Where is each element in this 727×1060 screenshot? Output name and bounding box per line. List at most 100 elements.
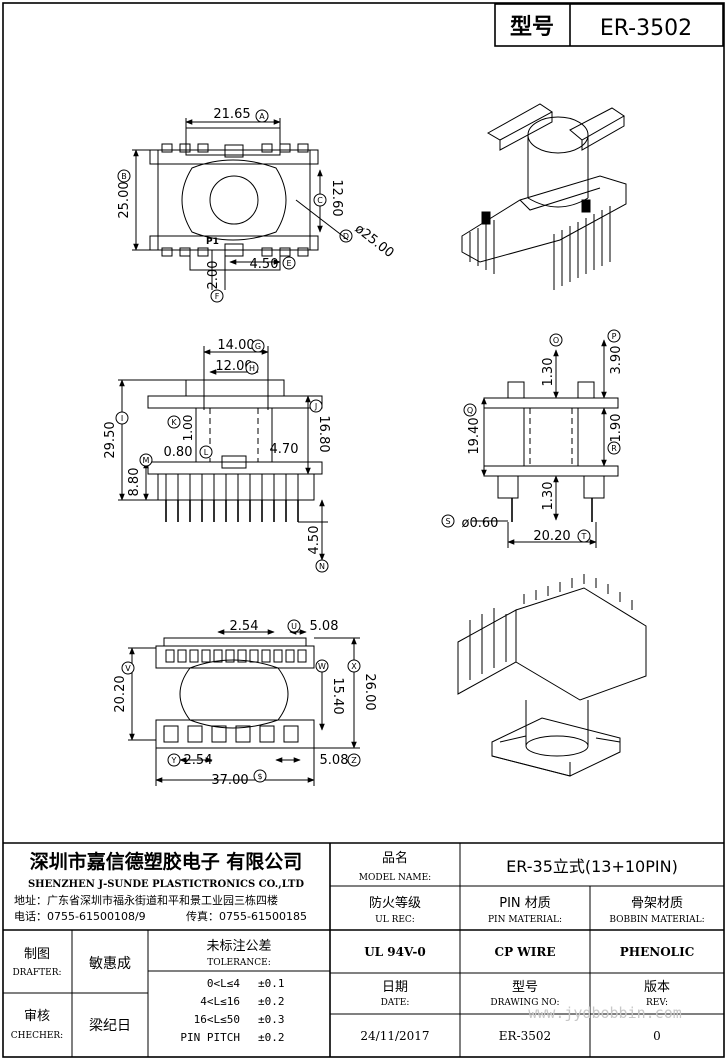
bobbin-material-cn: 骨架材质	[631, 896, 683, 911]
side-view: 1.30 3.90 19.40 1.90 1.30 ø0.60 20.20 O …	[441, 329, 624, 548]
drafter-name: 敏惠成	[89, 956, 131, 972]
callout-v: V	[125, 664, 131, 673]
front-view: 14.00 12.00 29.50 16.80 1.00 0.80 4.70 8…	[103, 338, 331, 573]
side-dim-1-30-top: 1.30	[541, 358, 556, 387]
callout-circle	[347, 659, 361, 673]
ul-rec-cn: 防火等级	[369, 895, 421, 911]
front-dim-4-50: 4.50	[307, 526, 322, 555]
pin-material-value: CP WIRE	[495, 945, 556, 959]
callout-s: S	[445, 517, 450, 526]
callout-o: O	[553, 336, 559, 345]
callout-z: Z	[351, 756, 357, 765]
callout-d: D	[343, 232, 349, 241]
tolerance-value-2: ±0.2	[258, 995, 285, 1008]
company-name-en: SHENZHEN J-SUNDE PLASTICTRONICS CO.,LTD	[28, 879, 304, 890]
side-dim-pin-diameter: ø0.60	[462, 516, 499, 531]
top-dim-12-60: 12.60	[329, 179, 344, 216]
callout-circle	[313, 193, 327, 207]
callout-m: M	[143, 456, 150, 465]
callout-circle	[245, 361, 259, 375]
ul-rec-en: UL REC:	[375, 915, 415, 925]
drawing-no-en: DRAWING NO:	[490, 998, 559, 1008]
top-dim-diameter-25: ø25.00	[352, 221, 397, 261]
model-name-value: ER-35立式(13+10PIN)	[506, 857, 678, 876]
callout-j: J	[314, 402, 317, 411]
top-dim-4-50: 4.50	[250, 257, 279, 272]
tolerance-range-1: 0<L≤4	[207, 977, 240, 990]
bobbin-material-en: BOBBIN MATERIAL:	[609, 915, 704, 925]
company-fax: 传真：0755-61500185	[186, 909, 307, 923]
bottom-dim-5-08-bottom: 5.08	[320, 753, 349, 768]
callout-circle	[607, 441, 621, 455]
tolerance-value-4: ±0.2	[258, 1031, 285, 1044]
bottom-dim-15-40: 15.40	[330, 677, 345, 714]
callout-e: E	[286, 259, 291, 268]
rev-value: 0	[653, 1029, 661, 1043]
callout-circle	[167, 415, 181, 429]
callout-t: T	[581, 532, 587, 541]
bottom-view: 2.54 5.08 20.20 15.40 26.00 2.54 5.08 37…	[113, 619, 377, 788]
callout-i: I	[121, 414, 123, 423]
front-dim-29-50: 29.50	[103, 421, 118, 458]
callout-g: G	[255, 342, 261, 351]
callout-w: W	[318, 662, 326, 671]
tolerance-value-1: ±0.1	[258, 977, 285, 990]
callout-y: Y	[171, 756, 177, 765]
side-dim-1-90: 1.90	[609, 414, 624, 443]
callout-circle	[347, 753, 361, 767]
callout-circle	[309, 399, 323, 413]
front-dim-12-00: 12.00	[215, 359, 252, 374]
date-cn: 日期	[382, 980, 408, 995]
top-view: 21.65 25.00 12.60 ø25.00 4.50 2.00 P1 A …	[117, 107, 397, 303]
bobbin-material-value: PHENOLIC	[620, 945, 695, 959]
company-phone: 电话：0755-61500108/9	[14, 910, 146, 923]
checker-cn: 审核	[24, 1009, 50, 1024]
bottom-dim-26-00: 26.00	[362, 673, 377, 710]
side-dim-20-20: 20.20	[533, 529, 570, 544]
bottom-dim-2-54-top: 2.54	[230, 619, 259, 634]
callout-circle	[255, 109, 269, 123]
callout-circle	[121, 661, 135, 675]
rev-cn: 版本	[644, 980, 670, 995]
tolerance-range-2: 4<L≤16	[200, 995, 240, 1008]
ul-rec-value: UL 94V-0	[364, 945, 426, 959]
callout-circle	[287, 619, 301, 633]
top-dim-2-00: 2.00	[206, 261, 221, 290]
bottom-dim-5-08-top: 5.08	[310, 619, 339, 634]
tolerance-en: TOLERANCE:	[207, 958, 271, 968]
tolerance-cn: 未标注公差	[206, 939, 271, 954]
header-type-label: 型号	[510, 15, 554, 40]
callout-circle	[463, 403, 477, 417]
callout-a: A	[259, 112, 265, 121]
callout-l: L	[204, 448, 209, 457]
tolerance-value-3: ±0.3	[258, 1013, 285, 1026]
callout-q: Q	[467, 406, 473, 415]
callout-u: U	[291, 622, 297, 631]
callout-n: N	[319, 562, 325, 571]
company-address: 地址：广东省深圳市福永街道和平和景工业园三栋四楼	[14, 893, 278, 907]
callout-circle	[210, 289, 224, 303]
callout-p: P	[612, 332, 617, 341]
callout-h: H	[249, 364, 255, 373]
callout-circle	[549, 333, 563, 347]
drafter-cn: 制图	[24, 947, 50, 962]
pin-material-en: PIN MATERIAL:	[488, 915, 562, 925]
callout-k: K	[171, 418, 177, 427]
callout-circle	[577, 529, 591, 543]
drafter-en: DRAFTER:	[12, 968, 61, 978]
callout-circle	[251, 339, 265, 353]
company-name-cn: 深圳市嘉信德塑胶电子 有限公司	[30, 850, 303, 873]
bottom-dim-2-54-bottom: 2.54	[184, 753, 213, 768]
rev-en: REV:	[646, 998, 668, 1008]
bottom-dim-37-00: 37.00	[211, 773, 248, 788]
model-name-en: MODEL NAME:	[359, 873, 431, 883]
callout-c: C	[317, 196, 323, 205]
tolerance-range-3: 16<L≤50	[194, 1013, 240, 1026]
header-model-code: ER-3502	[600, 16, 692, 41]
front-dim-8-80: 8.80	[127, 468, 142, 497]
pin-material-cn: PIN 材质	[499, 896, 551, 911]
callout-x: X	[351, 662, 357, 671]
bottom-dim-20-20: 20.20	[113, 675, 128, 712]
callout-circle	[115, 411, 129, 425]
